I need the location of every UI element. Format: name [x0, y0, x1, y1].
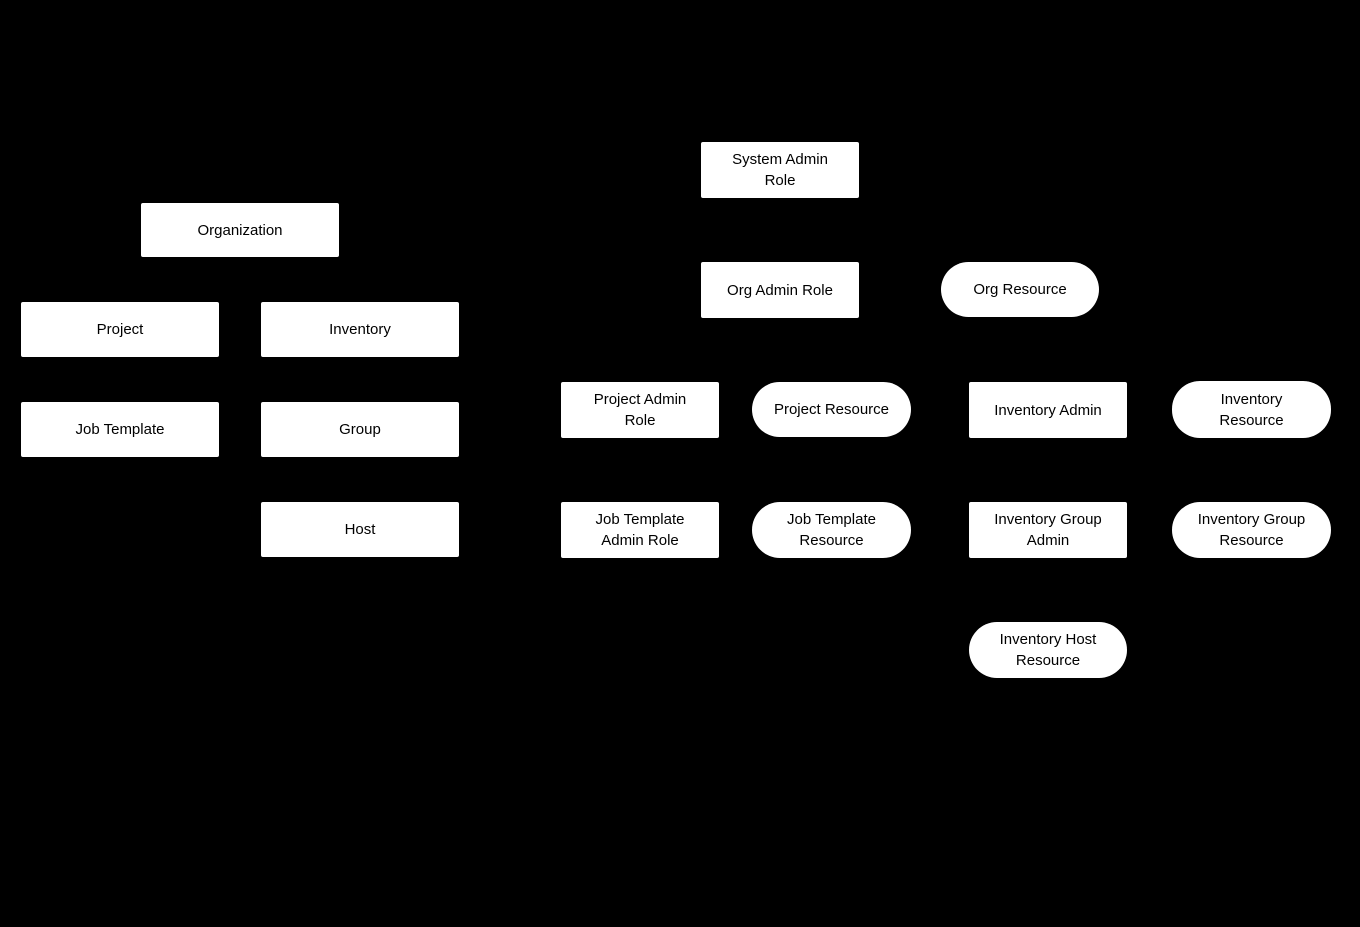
node-inventory-admin: Inventory Admin: [969, 382, 1127, 438]
node-project-admin-role: Project Admin Role: [561, 382, 719, 438]
node-org-resource: Org Resource: [941, 262, 1099, 317]
node-job-template: Job Template: [21, 402, 219, 457]
node-inventory-group-admin: Inventory Group Admin: [969, 502, 1127, 558]
node-group: Group: [261, 402, 459, 457]
node-job-template-admin-role: Job Template Admin Role: [561, 502, 719, 558]
node-inventory-resource: Inventory Resource: [1172, 381, 1331, 438]
node-inventory: Inventory: [261, 302, 459, 357]
node-host: Host: [261, 502, 459, 557]
node-organization: Organization: [141, 203, 339, 257]
node-inventory-group-resource: Inventory Group Resource: [1172, 502, 1331, 558]
node-job-template-resource: Job Template Resource: [752, 502, 911, 558]
node-org-admin-role: Org Admin Role: [701, 262, 859, 318]
node-system-admin-role: System Admin Role: [701, 142, 859, 198]
node-project-resource: Project Resource: [752, 382, 911, 437]
node-inventory-host-resource: Inventory Host Resource: [969, 622, 1127, 678]
node-project: Project: [21, 302, 219, 357]
